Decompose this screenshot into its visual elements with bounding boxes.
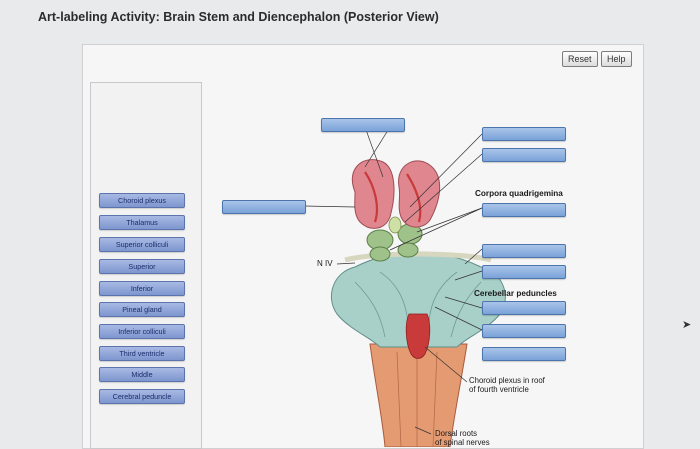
drop-zone-5[interactable] <box>482 203 566 217</box>
drop-zone-2[interactable] <box>482 127 566 141</box>
drop-zone-9[interactable] <box>482 324 566 338</box>
term-inferior-colliculi[interactable]: Inferior colliculi <box>99 324 185 339</box>
help-button[interactable]: Help <box>601 51 632 67</box>
term-thalamus[interactable]: Thalamus <box>99 215 185 230</box>
term-superior-colliculi[interactable]: Superior colliculi <box>99 237 185 252</box>
drop-zone-3[interactable] <box>482 148 566 162</box>
term-choroid-plexus[interactable]: Choroid plexus <box>99 193 185 208</box>
drop-zone-4[interactable] <box>222 200 306 214</box>
drop-zone-6[interactable] <box>482 244 566 258</box>
drop-zone-8[interactable] <box>482 301 566 315</box>
term-third-ventricle[interactable]: Third ventricle <box>99 346 185 361</box>
brain-stem-illustration <box>303 126 506 447</box>
drop-zone-10[interactable] <box>482 347 566 361</box>
label-dorsal-roots-line2: of spinal nerves <box>435 438 490 447</box>
mouse-cursor-icon: ➤ <box>682 319 692 331</box>
label-choroid-plexus-line1: Choroid plexus in roof <box>469 376 545 385</box>
page-title: Art-labeling Activity: Brain Stem and Di… <box>38 10 439 24</box>
term-cerebral-peduncle[interactable]: Cerebral peduncle <box>99 389 185 404</box>
term-superior[interactable]: Superior <box>99 259 185 274</box>
reset-button[interactable]: Reset <box>562 51 598 67</box>
label-dorsal-roots-line1: Dorsal roots <box>435 429 478 438</box>
drop-zone-7[interactable] <box>482 265 566 279</box>
label-cerebellar-peduncles: Cerebellar peduncles <box>474 289 557 298</box>
label-niv: N IV <box>317 259 333 268</box>
brain-stem-diagram: Corpora quadrigemina N IV Cerebellar ped… <box>205 82 625 447</box>
term-pineal-gland[interactable]: Pineal gland <box>99 302 185 317</box>
label-corpora-quadrigemina: Corpora quadrigemina <box>475 189 563 198</box>
term-inferior[interactable]: Inferior <box>99 281 185 296</box>
term-middle[interactable]: Middle <box>99 367 185 382</box>
drop-zone-1[interactable] <box>321 118 405 132</box>
label-choroid-plexus-line2: of fourth ventricle <box>469 385 529 394</box>
